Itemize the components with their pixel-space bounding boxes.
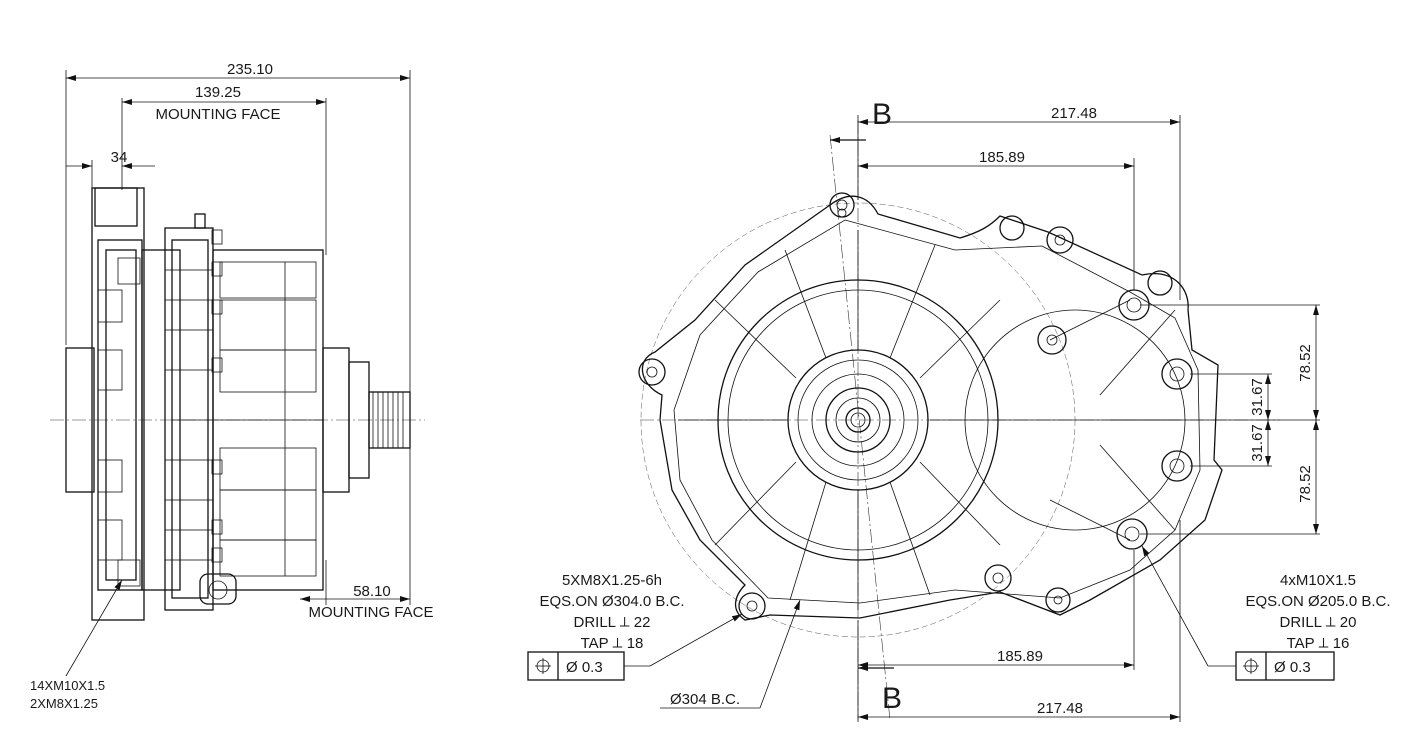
mounting-face-label-bottom: MOUNTING FACE (308, 604, 433, 621)
dim-right-upper: 78.52 (1297, 344, 1314, 382)
bolt-circle-label: Ø304 B.C. (670, 691, 740, 708)
dim-flange-width: 34 (111, 149, 128, 166)
dim-bottom-inner: 185.89 (997, 648, 1043, 665)
housing-outline (641, 195, 1223, 621)
dim-right-inner-lower: 31.67 (1249, 424, 1266, 462)
right-tolerance-value: Ø 0.3 (1274, 659, 1311, 676)
dim-top-outer: 217.48 (1051, 105, 1097, 122)
note-thread-line2: 2XM8X1.25 (30, 696, 98, 711)
left-hole-callout: 5XM8X1.25-6h EQS.ON Ø304.0 B.C. DRILL ⟂ … (527, 572, 743, 681)
dim-mounting-face: 139.25 (195, 84, 241, 101)
note-thread-line1: 14XM10X1.5 (30, 678, 105, 693)
left-callout-line1: 5XM8X1.25-6h (562, 572, 662, 589)
section-marker-bottom: B (882, 682, 902, 715)
dim-right-lower: 78.52 (1297, 465, 1314, 503)
left-callout-line4: TAP ⟂ 18 (581, 635, 644, 652)
right-callout-line4: TAP ⟂ 16 (1287, 635, 1350, 652)
left-callout-line3: DRILL ⟂ 22 (574, 614, 651, 631)
right-hole-callout: 4xM10X1.5 EQS.ON Ø205.0 B.C. DRILL ⟂ 20 … (1141, 545, 1391, 681)
right-callout-line2: EQS.ON Ø205.0 B.C. (1245, 593, 1390, 610)
front-view: B B 217.48 185.89 185.89 217.48 78.52 78… (527, 98, 1391, 722)
side-view: 235.10 139.25 MOUNTING FACE 34 58.10 MOU… (30, 61, 434, 711)
dim-overall-length: 235.10 (227, 61, 273, 78)
right-callout-line1: 4xM10X1.5 (1280, 572, 1356, 589)
section-marker-top: B (872, 98, 892, 131)
dim-shaft-extension: 58.10 (353, 583, 391, 600)
right-callout-line3: DRILL ⟂ 20 (1280, 614, 1357, 631)
left-callout-line2: EQS.ON Ø304.0 B.C. (539, 593, 684, 610)
dim-top-inner: 185.89 (979, 149, 1025, 166)
dim-right-inner-upper: 31.67 (1249, 378, 1266, 416)
mounting-face-label-top: MOUNTING FACE (155, 106, 280, 123)
dim-bottom-outer: 217.48 (1037, 700, 1083, 717)
left-tolerance-value: Ø 0.3 (566, 659, 603, 676)
